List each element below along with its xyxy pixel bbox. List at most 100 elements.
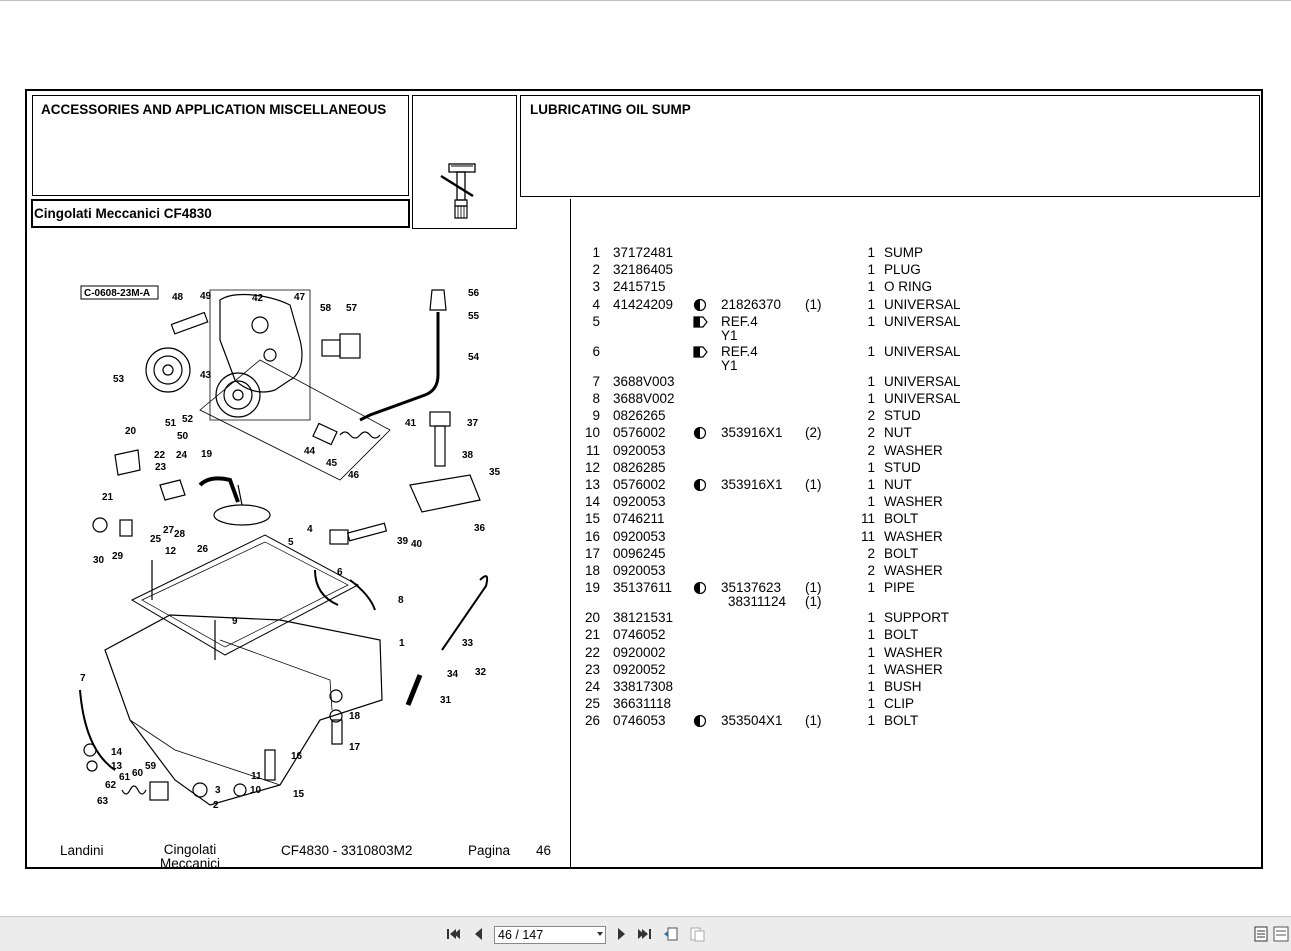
part-number: 41424209 <box>613 296 674 312</box>
part-quantity: 1 <box>867 679 875 694</box>
reference-arrow-icon <box>693 346 708 358</box>
svg-text:48: 48 <box>172 292 184 303</box>
part-item-number: 11 <box>585 442 600 458</box>
part-quantity: 1 <box>867 696 875 712</box>
single-page-view-icon[interactable] <box>1252 925 1270 943</box>
part-item-number: 6 <box>592 343 600 359</box>
part-description: BUSH <box>884 679 922 694</box>
continuous-view-icon[interactable] <box>1272 925 1290 943</box>
svg-text:42: 42 <box>252 293 264 304</box>
go-forward-view-icon[interactable] <box>688 925 706 943</box>
svg-text:47: 47 <box>294 292 306 303</box>
alternate-part-number: 21826370 <box>721 296 782 312</box>
part-item-number: 7 <box>592 373 600 389</box>
next-page-icon[interactable] <box>612 925 630 943</box>
previous-page-icon[interactable] <box>470 925 488 943</box>
part-description: UNIVERSAL <box>884 313 961 329</box>
svg-text:1: 1 <box>399 638 405 649</box>
part-item-number: 1 <box>592 245 600 260</box>
part-description: SUMP <box>884 245 924 260</box>
footer-series-line2: Meccanici <box>159 856 221 871</box>
part-quantity: 1 <box>867 296 875 312</box>
svg-text:49: 49 <box>200 291 212 302</box>
svg-text:25: 25 <box>150 534 162 545</box>
part-number: 3688V003 <box>613 373 675 389</box>
part-number: 0826265 <box>613 408 666 424</box>
interchangeable-symbol-icon <box>693 582 707 595</box>
svg-text:20: 20 <box>125 426 137 437</box>
model-label-box: Cingolati Meccanici CF4830 <box>31 199 410 228</box>
alternate-part-number: 353916X1 <box>721 477 783 492</box>
part-quantity: 2 <box>867 408 875 424</box>
part-quantity: 2 <box>867 545 875 561</box>
part-item-number: 5 <box>592 313 600 329</box>
alternate-part-number-line2: Y1 <box>721 357 738 373</box>
alternate-part-number: REF.4 <box>721 313 758 329</box>
svg-text:9: 9 <box>232 616 238 627</box>
svg-text:35: 35 <box>489 467 500 478</box>
part-item-number: 8 <box>592 391 600 406</box>
part-description: UNIVERSAL <box>884 373 961 389</box>
part-quantity: 1 <box>867 477 875 492</box>
part-item-number: 26 <box>584 713 600 729</box>
svg-text:3: 3 <box>215 785 221 796</box>
alternate-part-number-line2: Y1 <box>721 327 738 343</box>
page-number-input[interactable]: 46 / 147 <box>494 926 606 944</box>
part-description: WASHER <box>884 661 943 677</box>
svg-text:39: 39 <box>397 536 409 547</box>
part-number: 0920053 <box>613 563 666 578</box>
viewer-toolbar: 46 / 147 <box>0 916 1291 951</box>
page-dropdown-icon[interactable] <box>597 932 603 936</box>
part-number: 0920053 <box>613 528 666 544</box>
svg-text:38: 38 <box>462 450 474 461</box>
part-number: 0746052 <box>613 627 666 643</box>
part-number: 0746211 <box>613 511 665 527</box>
part-description: NUT <box>884 425 912 441</box>
go-back-view-icon[interactable] <box>662 925 680 943</box>
svg-text:2: 2 <box>213 800 219 811</box>
alternate-reference-note: (2) <box>805 425 822 441</box>
svg-text:34: 34 <box>447 669 459 680</box>
svg-text:5: 5 <box>288 537 294 548</box>
first-page-icon[interactable] <box>444 925 462 943</box>
part-number: 2415715 <box>613 279 666 295</box>
alternate-reference-note: (1) <box>805 477 822 492</box>
page-indicator: 46 / 147 <box>498 928 544 942</box>
part-quantity: 1 <box>867 373 875 389</box>
alternate-reference-note-line2: (1) <box>805 594 822 610</box>
part-description: WASHER <box>884 494 943 510</box>
svg-text:7: 7 <box>80 673 86 684</box>
part-number: 35137611 <box>613 580 673 596</box>
alternate-part-number: 35137623 <box>721 580 782 596</box>
category-icon-box <box>412 95 517 229</box>
part-quantity: 1 <box>867 343 875 359</box>
alternate-part-number: 353504X1 <box>721 713 783 729</box>
svg-text:59: 59 <box>145 761 157 772</box>
last-page-icon[interactable] <box>636 925 654 943</box>
footer-page-number: 46 <box>536 843 552 858</box>
interchangeable-symbol-icon <box>693 427 707 440</box>
svg-text:17: 17 <box>349 742 361 753</box>
svg-text:32: 32 <box>475 667 487 678</box>
svg-text:63: 63 <box>97 796 109 807</box>
part-quantity: 1 <box>867 245 875 260</box>
svg-text:51: 51 <box>165 418 177 429</box>
part-description: BOLT <box>884 545 919 561</box>
part-item-number: 19 <box>584 580 600 596</box>
part-description: WASHER <box>884 528 943 544</box>
part-number: 38121531 <box>613 610 674 626</box>
part-number: 36631118 <box>613 696 672 712</box>
alternate-reference-note: (1) <box>805 296 822 312</box>
part-quantity: 1 <box>867 459 875 475</box>
svg-text:57: 57 <box>346 303 358 314</box>
svg-text:55: 55 <box>468 311 480 322</box>
svg-text:4: 4 <box>307 524 313 535</box>
part-item-number: 3 <box>592 279 600 295</box>
svg-text:8: 8 <box>398 595 404 606</box>
svg-text:30: 30 <box>93 555 105 566</box>
part-number: 0920002 <box>613 644 666 660</box>
part-description: WASHER <box>884 644 943 660</box>
part-item-number: 10 <box>584 425 600 441</box>
part-item-number: 20 <box>584 610 600 626</box>
